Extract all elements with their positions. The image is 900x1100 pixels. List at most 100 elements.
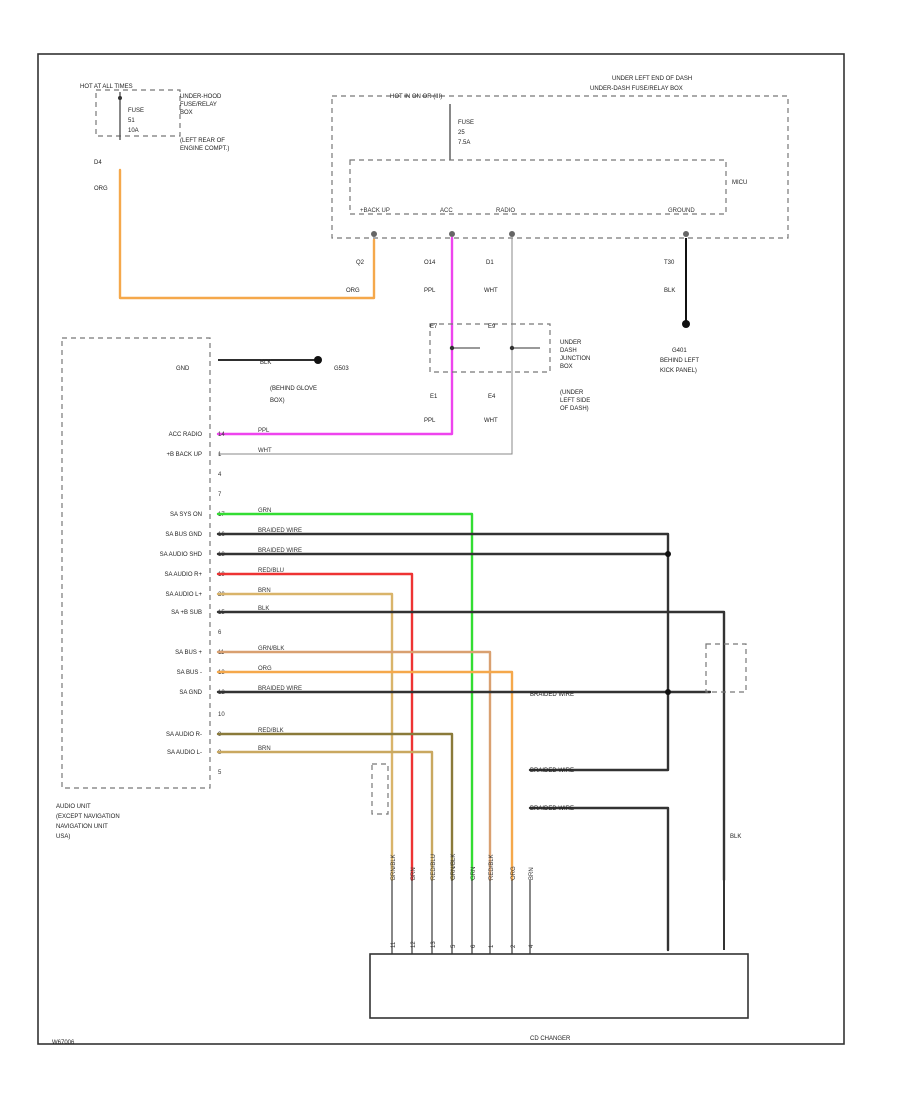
audio-pin-number: 7 [218,492,222,498]
wire-braided-bus-gnd [216,532,670,772]
cd-changer-pins: BRN/BLK11BRN12RED/BLU13GRN/BLK5GRN6RED/B… [391,854,535,954]
micu-pin-backup: +BACK UP [360,208,390,214]
underhood-fuse-box: HOT AT ALL TIMES FUSE 51 10A UNDER-HOOD … [80,84,229,192]
wire-red-audio-r-plus [216,572,414,882]
cd-changer-label: CD CHANGER [530,1036,571,1042]
audio-pin-label: SA AUDIO SHD [160,552,203,558]
cd-pin-wire: BRN [411,867,417,880]
audio-pin-wire: BRN [258,588,271,594]
audio-unit-label-4: USA) [56,834,70,840]
audio-pin-wire: GRN/BLK [258,646,284,652]
wire-brown-audio-l-plus [216,592,394,882]
audio-pin-wire: PPL [258,428,270,434]
micu-outline [349,159,727,215]
braided-label-1: BRAIDED WIRE [530,692,574,698]
cd-pin-number: 12 [411,941,417,948]
junction-location-5: (UNDER [560,390,584,396]
cd-pin-number: 5 [451,944,457,948]
micu-backup-wire-label: ORG [346,288,360,294]
fuse-location-2: FUSE/RELAY [180,102,217,108]
ground-g401-symbol [682,320,690,328]
diagram-code: W67006 [52,1040,75,1046]
blk-label-right: BLK [730,834,741,840]
underdash-fuse-label: FUSE [458,120,474,126]
audio-pin-number: 10 [218,712,225,718]
audio-unit-label-3: NAVIGATION UNIT [56,824,108,830]
braided-label-3: BRAIDED WIRE [530,806,574,812]
fuse-location-1: UNDER-HOOD [180,94,222,100]
micu-radio-pin-label: D1 [486,260,494,266]
underdash-header: HOT IN ON OR (III) [390,94,442,100]
junction-box: E7 E9 E1 E4 PPL WHT UNDER DASH JUNCTION … [424,323,590,424]
cd-pin-number: 1 [489,944,495,948]
wire-brown-audio-l-minus [216,750,434,882]
junction-location-3: JUNCTION [560,356,590,362]
fuse-out-pin: D4 [94,160,102,166]
ground-g401-location-1: BEHIND LEFT [660,358,699,364]
junction-pin-out-1: E1 [430,394,438,400]
audio-pin-label: SA AUDIO R+ [164,572,202,578]
wire-pink-acc [216,236,454,436]
audio-pin-label: SA AUDIO L+ [165,592,202,598]
audio-pin-wire: BRAIDED WIRE [258,686,302,692]
junction-location-2: DASH [560,348,577,354]
audio-pin-number: 5 [218,770,222,776]
fuse-location-5: ENGINE COMPT.) [180,146,229,152]
underdash-fuse-box: UNDER LEFT END OF DASH UNDER-DASH FUSE/R… [331,76,789,239]
junction-pin-in-2: E9 [488,324,496,330]
audio-pin-number: 4 [218,472,222,478]
diagram-frame [37,53,845,1045]
wire-black-sub-b [216,610,726,882]
wire-braided-shield-2 [528,806,670,952]
wire-grnblk-bus-plus [216,650,492,882]
fuse-out-wire: ORG [94,186,108,192]
audio-pin-label: SA BUS GND [165,532,202,538]
audio-pin-wire: BLK [258,606,269,612]
audio-pin-wire: RED/BLK [258,728,284,734]
audio-pin-wire: BRN [258,746,271,752]
wire-green-sys-on [216,512,474,882]
audio-pin-wire: BRAIDED WIRE [258,528,302,534]
ground-g401-code: G401 [672,348,687,354]
micu-gnd-pin-label: T30 [664,260,675,266]
ground-g503-code: G503 [334,366,349,372]
micu-label: MICU [732,180,747,186]
micu-pin-radio: RADIO [496,208,515,214]
cd-changer-box [369,953,749,1019]
junction-wire-out-2: WHT [484,418,498,424]
left-shield-connector [371,763,389,815]
underdash-location-2: UNDER-DASH FUSE/RELAY BOX [590,86,683,92]
junction-box-outline [429,323,551,373]
right-shield-connector [705,643,747,693]
junction-location-6: LEFT SIDE [560,398,590,404]
cd-pin-number: 13 [431,941,437,948]
ground-g401-location-2: KICK PANEL) [660,368,697,374]
cd-pin-wire: RED/BLU [431,854,437,880]
wire-orange-backup [118,168,376,300]
cd-pin-wire: GRN [471,867,477,880]
wire-white-radio [218,238,513,455]
micu-radio-wire-label: WHT [484,288,498,294]
fuse-box-header: HOT AT ALL TIMES [80,84,133,90]
audio-pin-label: SA BUS + [175,650,202,656]
audio-unit-label-2: (EXCEPT NAVIGATION [56,814,120,820]
underdash-location-1: UNDER LEFT END OF DASH [612,76,692,82]
fuse-location-4: (LEFT REAR OF [180,138,225,144]
underdash-fuse-amperage: 7.5A [458,140,470,146]
audio-pin-wire: BRAIDED WIRE [258,548,302,554]
audio-pin-label: SA +B SUB [171,610,202,616]
micu-acc-pin-label: O14 [424,260,436,266]
fuse-amperage: 10A [128,128,139,134]
audio-pin-label: SA AUDIO R- [166,732,202,738]
micu-gnd-wire-label: BLK [664,288,675,294]
audio-pin-label: SA BUS - [177,670,202,676]
junction-pin-in-1: E7 [430,324,438,330]
cd-pin-number: 4 [529,944,535,948]
cd-pin-wire: GRN/BLK [451,854,457,880]
micu-pin-acc: ACC [440,208,453,214]
audio-pin-label: ACC RADIO [169,432,203,438]
audio-pin-number: 6 [218,630,222,636]
underhood-fuse-box-outline [95,89,181,137]
